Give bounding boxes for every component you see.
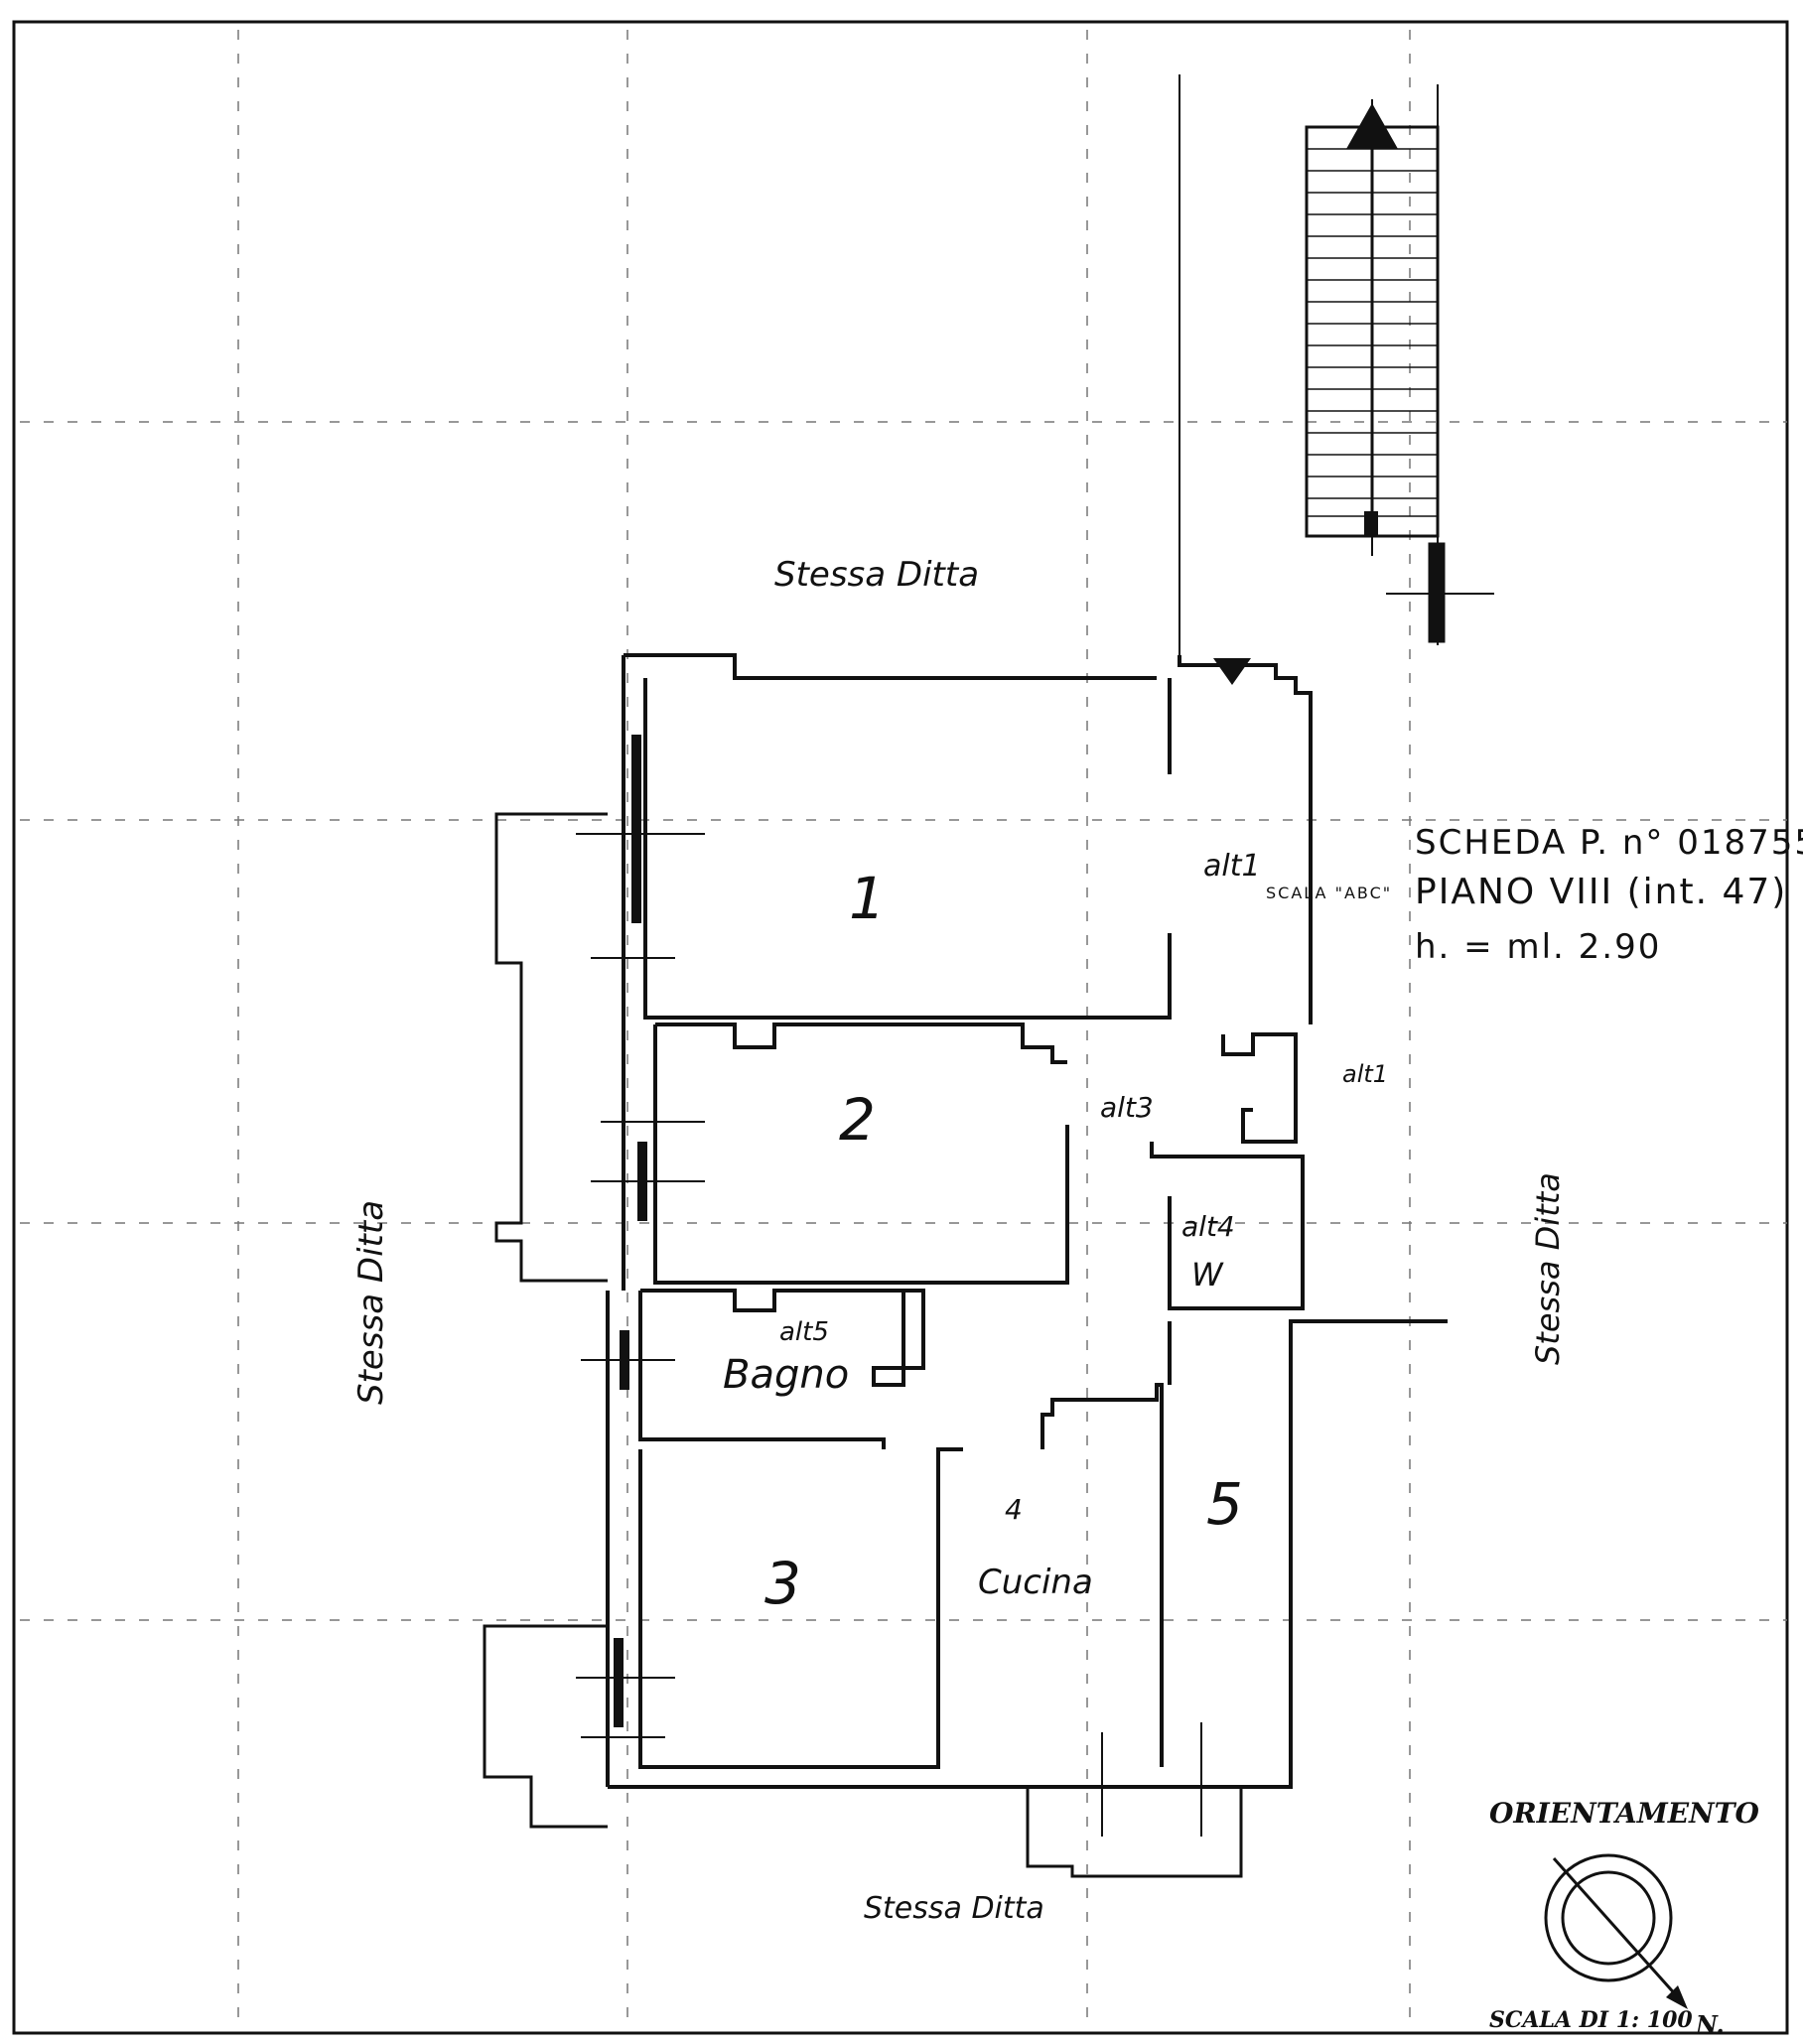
sheet-frame (12, 20, 1789, 2035)
scala-label: SCALA "ABC" (1266, 884, 1392, 902)
north-label: N. (1695, 2010, 1725, 2039)
scale-label: SCALA DI 1: 100 (1489, 2007, 1693, 2033)
room-1-label: 1 (849, 865, 886, 932)
alt-mark-corridor: alt3 (1100, 1091, 1154, 1124)
apartment-walls (606, 653, 1448, 1789)
neighbor-label-right: Stessa Ditta (1529, 1172, 1567, 1365)
room-2-label: 2 (839, 1086, 876, 1154)
drawing-grid (20, 30, 1787, 2025)
balconies (483, 812, 1243, 1878)
alt-mark-wc: alt4 (1181, 1210, 1235, 1243)
wc-label: W (1191, 1256, 1224, 1294)
stair-post (1364, 511, 1378, 537)
entrance-arrow-icon (1213, 658, 1251, 685)
altezza-label: h. = ml. 2.90 (1415, 927, 1661, 967)
piano-label: PIANO VIII (int. 47) (1415, 872, 1787, 912)
alt-mark-entrance: alt1 (1203, 849, 1261, 884)
scheda-number: SCHEDA P. n° 0187552 (1415, 823, 1803, 863)
neighbor-label-left: Stessa Ditta (351, 1200, 391, 1405)
alt-mark-bagno: alt5 (779, 1317, 829, 1347)
room-cucina-label: Cucina (978, 1563, 1093, 1602)
staircase (1179, 74, 1494, 655)
neighbor-label-top: Stessa Ditta (774, 555, 979, 595)
orientation-title: ORIENTAMENTO (1489, 1797, 1759, 1830)
alt-mark-closet: alt1 (1342, 1060, 1388, 1088)
compass-icon (1544, 1853, 1688, 2009)
window-fills (614, 735, 647, 1727)
stair-direction-arrow-icon (1346, 103, 1398, 149)
room-bagno-label: Bagno (723, 1352, 849, 1398)
room-3-label: 3 (764, 1550, 801, 1617)
window-marks (576, 593, 1494, 1837)
neighbor-label-bottom: Stessa Ditta (864, 1891, 1044, 1926)
room-cucina-number: 4 (1005, 1493, 1023, 1526)
room-5-label: 5 (1206, 1470, 1243, 1538)
